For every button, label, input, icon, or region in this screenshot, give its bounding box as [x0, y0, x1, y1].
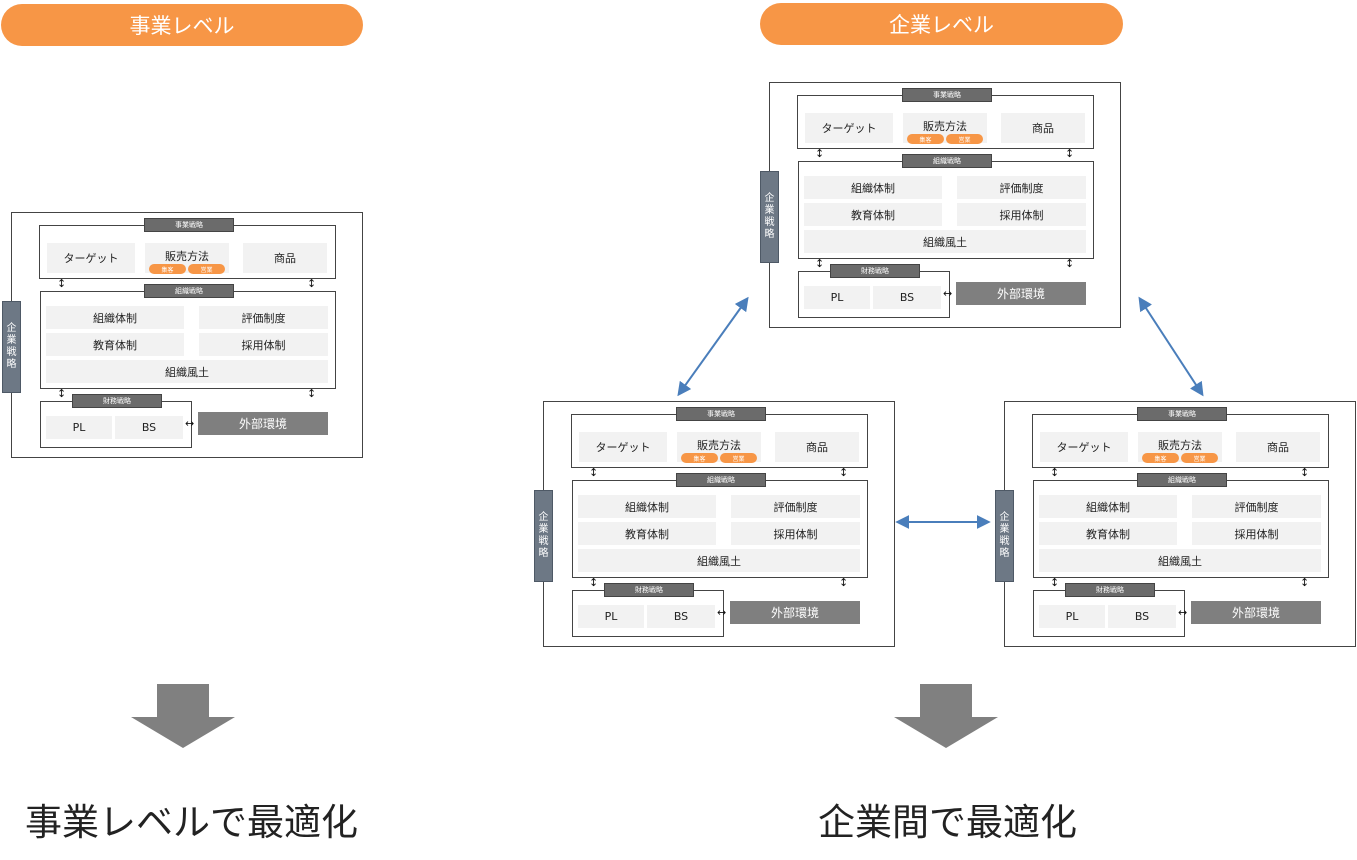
link-arrow: ↕: [1300, 466, 1310, 479]
corporate-strategy-label: 企 業 戦 略: [995, 490, 1014, 582]
org-strategy-header: 組織戦略: [676, 473, 766, 487]
hiring-system-cell: 採用体制: [731, 522, 860, 545]
link-arrow: ↕: [57, 387, 67, 400]
link-arrow: ↔: [943, 287, 953, 300]
down-arrow-left: [131, 684, 235, 748]
link-arrow: ↕: [307, 277, 317, 290]
org-culture-cell: 組織風土: [804, 230, 1086, 253]
business-strategy-header: 事業戦略: [902, 88, 992, 102]
eval-system-cell: 評価制度: [1192, 495, 1321, 518]
product-cell: 商品: [1001, 113, 1085, 143]
business-strategy-header: 事業戦略: [676, 407, 766, 421]
link-arrow: ↕: [307, 387, 317, 400]
pl-cell: PL: [804, 286, 870, 309]
org-culture-cell: 組織風土: [578, 549, 860, 572]
org-culture-cell: 組織風土: [46, 360, 328, 383]
link-arrow: ↕: [839, 576, 849, 589]
corporate-level-header: 企業レベル: [760, 3, 1123, 45]
tag-attract: 集客: [907, 134, 944, 144]
org-culture-cell: 組織風土: [1039, 549, 1321, 572]
corporate-strategy-label: 企 業 戦 略: [534, 490, 553, 582]
business-level-header: 事業レベル: [1, 4, 363, 46]
tag-sales: 営業: [188, 264, 225, 274]
org-system-cell: 組織体制: [578, 495, 716, 518]
org-system-cell: 組織体制: [804, 176, 942, 199]
link-arrow: ↕: [57, 277, 67, 290]
bs-cell: BS: [1108, 605, 1176, 628]
edu-system-cell: 教育体制: [804, 203, 942, 226]
tag-attract: 集客: [149, 264, 186, 274]
target-cell: ターゲット: [1040, 432, 1128, 462]
org-system-cell: 組織体制: [46, 306, 184, 329]
link-arrow: ↕: [839, 466, 849, 479]
link-arrow: ↕: [815, 147, 825, 160]
business-strategy-header: 事業戦略: [144, 218, 234, 232]
link-arrow: ↕: [589, 576, 599, 589]
hiring-system-cell: 採用体制: [1192, 522, 1321, 545]
external-env-box: 外部環境: [956, 282, 1086, 305]
tag-sales: 営業: [946, 134, 983, 144]
edu-system-cell: 教育体制: [46, 333, 184, 356]
tag-sales: 営業: [1181, 453, 1218, 463]
corporate-strategy-label: 企 業 戦 略: [760, 171, 779, 263]
product-cell: 商品: [243, 243, 327, 273]
down-arrow-right: [894, 684, 998, 748]
edu-system-cell: 教育体制: [578, 522, 716, 545]
external-env-box: 外部環境: [198, 412, 328, 435]
business-level-result: 事業レベルで最適化: [25, 801, 358, 844]
edu-system-cell: 教育体制: [1039, 522, 1177, 545]
connection-arrow-right: [1138, 296, 1204, 397]
finance-strategy-header: 財務戦略: [1065, 583, 1155, 597]
pl-cell: PL: [578, 605, 644, 628]
tag-sales: 営業: [720, 453, 757, 463]
target-cell: ターゲット: [47, 243, 135, 273]
org-strategy-header: 組織戦略: [1137, 473, 1227, 487]
external-env-box: 外部環境: [1191, 601, 1321, 624]
tag-attract: 集客: [1142, 453, 1179, 463]
eval-system-cell: 評価制度: [957, 176, 1086, 199]
link-arrow: ↕: [815, 257, 825, 270]
corporate-strategy-label: 企 業 戦 略: [2, 301, 21, 393]
finance-strategy-header: 財務戦略: [604, 583, 694, 597]
link-arrow: ↕: [1050, 466, 1060, 479]
finance-strategy-header: 財務戦略: [72, 394, 162, 408]
link-arrow: ↕: [1065, 147, 1075, 160]
pl-cell: PL: [46, 416, 112, 439]
eval-system-cell: 評価制度: [731, 495, 860, 518]
bs-cell: BS: [873, 286, 941, 309]
link-arrow: ↔: [1178, 606, 1188, 619]
link-arrow: ↔: [717, 606, 727, 619]
link-arrow: ↕: [1300, 576, 1310, 589]
hiring-system-cell: 採用体制: [199, 333, 328, 356]
external-env-box: 外部環境: [730, 601, 860, 624]
product-cell: 商品: [775, 432, 859, 462]
link-arrow: ↕: [589, 466, 599, 479]
org-system-cell: 組織体制: [1039, 495, 1177, 518]
org-strategy-header: 組織戦略: [902, 154, 992, 168]
product-cell: 商品: [1236, 432, 1320, 462]
link-arrow: ↕: [1050, 576, 1060, 589]
bs-cell: BS: [647, 605, 715, 628]
target-cell: ターゲット: [579, 432, 667, 462]
org-strategy-header: 組織戦略: [144, 284, 234, 298]
hiring-system-cell: 採用体制: [957, 203, 1086, 226]
link-arrow: ↕: [1065, 257, 1075, 270]
business-strategy-header: 事業戦略: [1137, 407, 1227, 421]
connection-arrow-left: [677, 296, 749, 397]
bs-cell: BS: [115, 416, 183, 439]
corporate-level-result: 企業間で最適化: [818, 801, 1077, 844]
target-cell: ターゲット: [805, 113, 893, 143]
finance-strategy-header: 財務戦略: [830, 264, 920, 278]
eval-system-cell: 評価制度: [199, 306, 328, 329]
tag-attract: 集客: [681, 453, 718, 463]
pl-cell: PL: [1039, 605, 1105, 628]
link-arrow: ↔: [185, 417, 195, 430]
